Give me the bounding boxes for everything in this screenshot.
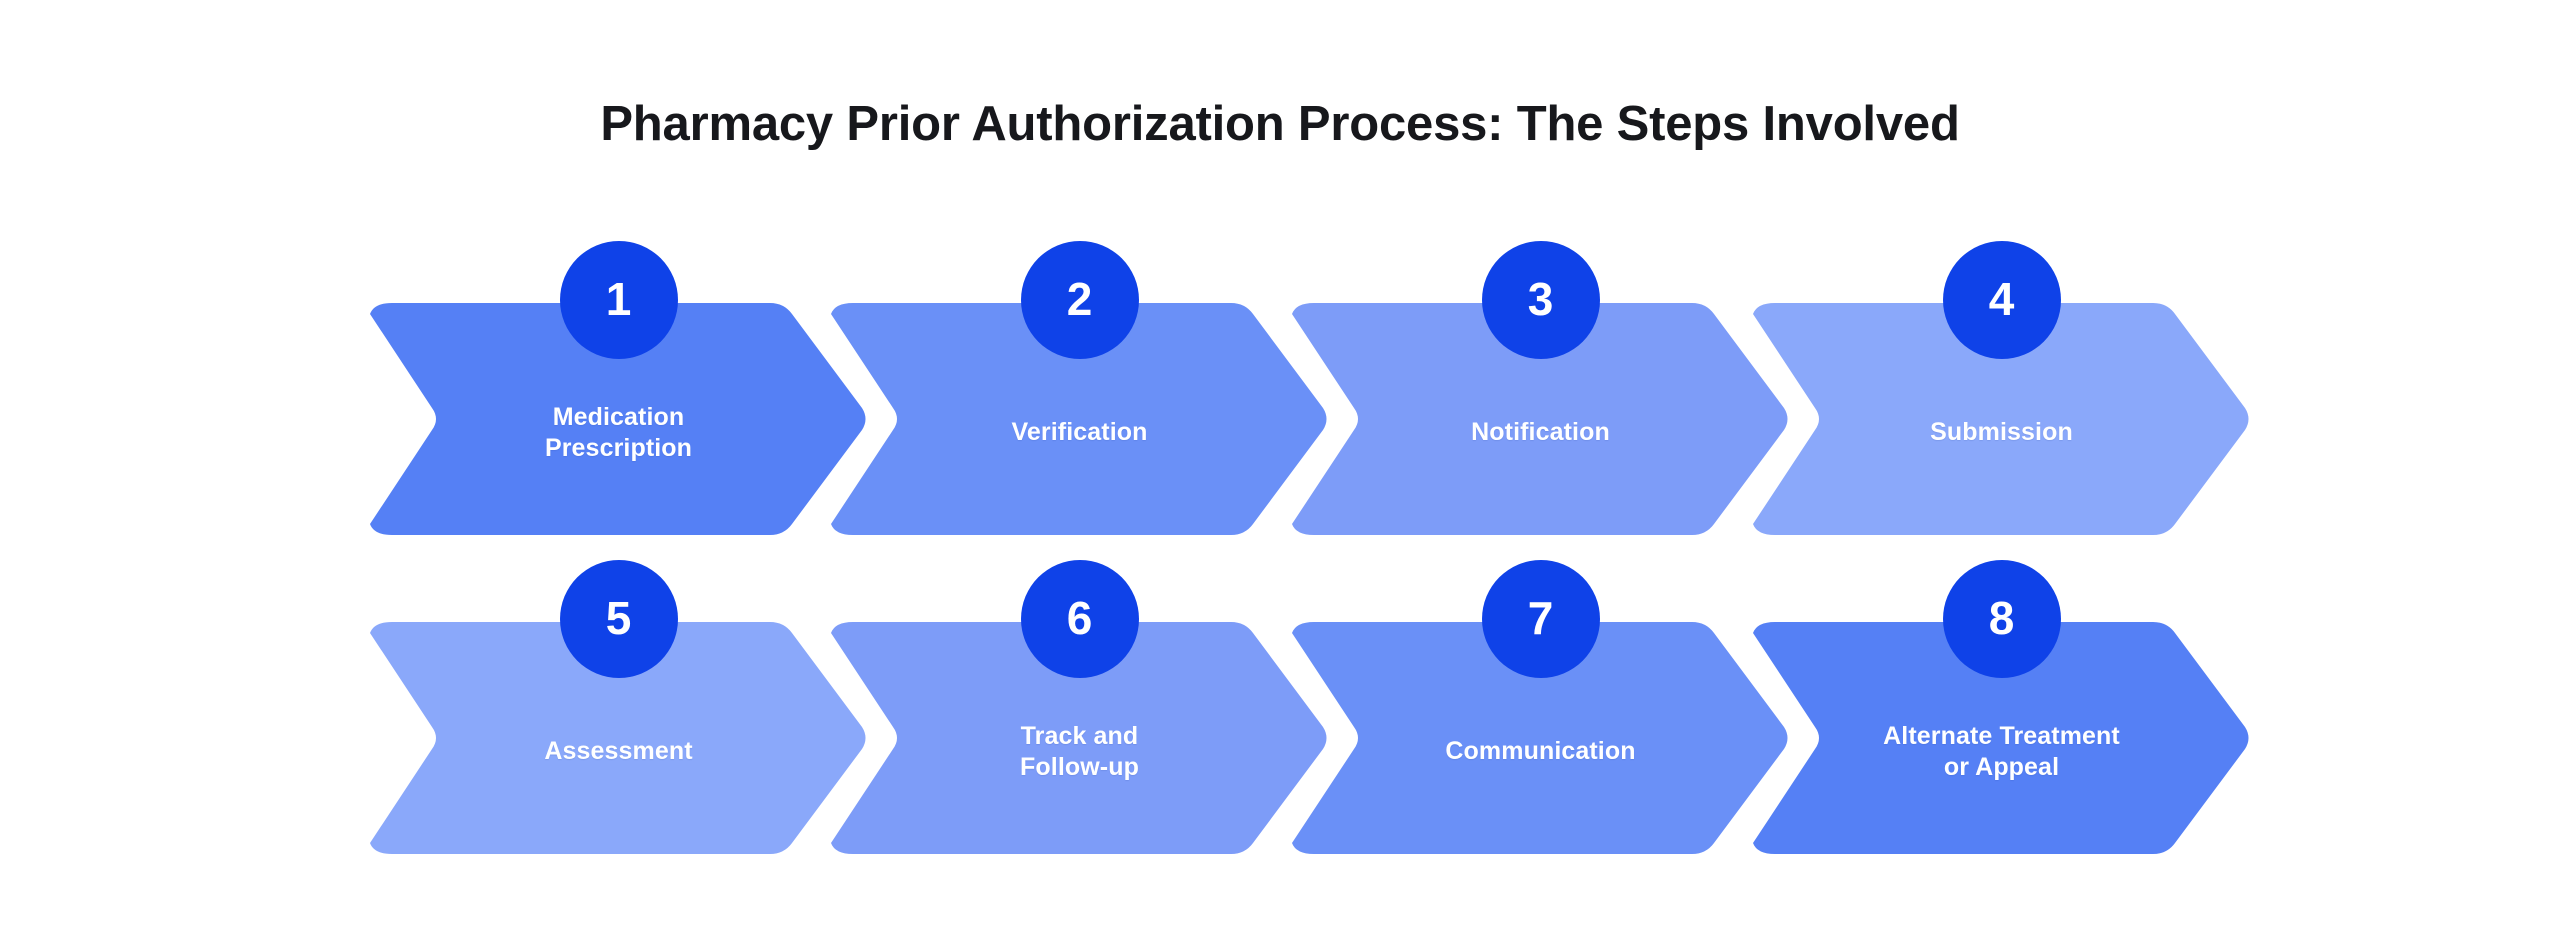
step-number-badge[interactable]: 5 — [559, 560, 678, 678]
process-step-8[interactable]: Alternate Treatment or Appeal 8 — [1753, 560, 2250, 854]
process-row-1: Medication Prescription 1 Verification 2 — [370, 241, 2249, 535]
step-number: 2 — [1066, 273, 1093, 325]
chevron-shape — [370, 303, 867, 535]
step-number-badge[interactable]: 1 — [559, 241, 678, 359]
step-number: 8 — [1988, 592, 2015, 644]
step-label: Submission — [1930, 418, 2073, 447]
step-number: 1 — [605, 273, 632, 325]
chevron-shape — [1292, 303, 1789, 535]
step-label: Verification — [1011, 418, 1148, 447]
chevron-path-3 — [1292, 303, 1788, 535]
step-number-badge[interactable]: 4 — [1942, 241, 2061, 359]
step-number: 3 — [1527, 273, 1554, 325]
chevron-path-7 — [1292, 622, 1788, 854]
step-label: Communication — [1445, 737, 1636, 766]
step-number-badge[interactable]: 6 — [1020, 560, 1139, 678]
process-step-7[interactable]: Communication 7 — [1292, 560, 1789, 854]
step-number: 6 — [1066, 592, 1093, 644]
process-step-3[interactable]: Notification 3 — [1292, 241, 1789, 535]
step-label: Alternate Treatment or Appeal — [1883, 721, 2120, 782]
process-row-2: Assessment 5 Track and Follow-up 6 — [370, 560, 2249, 854]
step-number-badge[interactable]: 7 — [1481, 560, 1600, 678]
step-number: 5 — [605, 592, 632, 644]
step-number-badge[interactable]: 3 — [1481, 241, 1600, 359]
step-number-badge[interactable]: 2 — [1020, 241, 1139, 359]
process-step-4[interactable]: Submission 4 — [1753, 241, 2250, 535]
step-number: 7 — [1527, 592, 1554, 644]
process-flow: Medication Prescription 1 Verification 2 — [370, 241, 2249, 854]
chevron-shape — [370, 622, 867, 854]
chevron-shape — [1753, 303, 2250, 535]
chevron-path-6 — [831, 622, 1327, 854]
step-label: Notification — [1471, 418, 1610, 447]
process-step-5[interactable]: Assessment 5 — [370, 560, 867, 854]
chevron-path-1 — [370, 303, 866, 535]
step-label: Assessment — [544, 737, 693, 766]
chevron-shape — [1292, 622, 1789, 854]
chevron-path-2 — [831, 303, 1327, 535]
chevron-shape — [831, 622, 1328, 854]
process-step-1[interactable]: Medication Prescription 1 — [370, 241, 867, 535]
step-number: 4 — [1988, 273, 2015, 325]
chevron-path-5 — [370, 622, 866, 854]
process-step-2[interactable]: Verification 2 — [831, 241, 1328, 535]
chevron-path-4 — [1753, 303, 2249, 535]
step-label: Track and Follow-up — [1020, 721, 1139, 782]
chevron-path-8 — [1753, 622, 2249, 854]
step-number-badge[interactable]: 8 — [1942, 560, 2061, 678]
process-step-6[interactable]: Track and Follow-up 6 — [831, 560, 1328, 854]
page-title: Pharmacy Prior Authorization Process: Th… — [600, 97, 1960, 151]
step-label: Medication Prescription — [544, 402, 693, 463]
chevron-shape — [831, 303, 1328, 535]
chevron-shape — [1753, 622, 2250, 854]
